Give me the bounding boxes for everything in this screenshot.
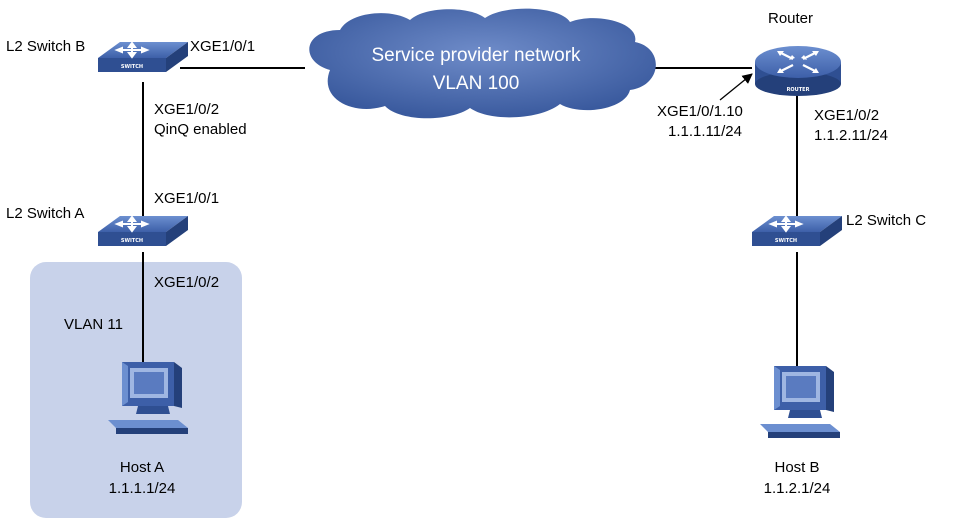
router-subif-ip: 1.1.1.11/24 <box>668 123 742 140</box>
switch-b-qinq-note: QinQ enabled <box>154 121 247 138</box>
switch-a-uplink-port: XGE1/0/1 <box>154 190 220 207</box>
host-b-icon[interactable] <box>760 366 840 438</box>
switch-a-badge: SWITCH <box>121 238 143 244</box>
switch-a-downlink-port: XGE1/0/2 <box>154 274 220 291</box>
switch-b-label: L2 Switch B <box>6 38 86 55</box>
subinterface-arrow <box>719 73 753 101</box>
switch-c-label: L2 Switch C <box>846 212 927 229</box>
links <box>142 67 798 372</box>
switch-a-icon[interactable]: SWITCH <box>98 215 188 246</box>
router-label: Router <box>768 10 814 27</box>
host-a-name: Host A <box>119 459 165 476</box>
router-downlink-port: XGE1/0/2 <box>814 107 880 124</box>
switch-b-uplink-port: XGE1/0/1 <box>190 38 256 55</box>
router-badge: ROUTER <box>787 87 810 93</box>
switch-a-label: L2 Switch A <box>6 205 85 222</box>
switch-b-icon[interactable]: SWITCH <box>98 41 188 72</box>
host-b-ip: 1.1.2.1/24 <box>763 480 831 497</box>
switch-b-downlink-port: XGE1/0/2 <box>154 101 220 118</box>
router-downlink-ip: 1.1.2.11/24 <box>814 127 888 144</box>
router-icon[interactable]: ROUTER <box>755 46 841 96</box>
switch-c-badge: SWITCH <box>775 238 797 244</box>
switch-c-icon[interactable]: SWITCH <box>752 215 842 246</box>
host-a-ip: 1.1.1.1/24 <box>108 480 176 497</box>
cloud-label-network: Service provider network <box>371 45 581 66</box>
cloud-label-vlan: VLAN 100 <box>432 73 520 94</box>
service-provider-cloud <box>309 8 656 119</box>
switch-b-badge: SWITCH <box>121 64 143 70</box>
host-a-icon[interactable] <box>108 362 188 434</box>
host-b-name: Host B <box>774 459 820 476</box>
router-subif-port: XGE1/0/1.10 <box>657 103 743 120</box>
vlan-11-label: VLAN 11 <box>64 316 123 333</box>
